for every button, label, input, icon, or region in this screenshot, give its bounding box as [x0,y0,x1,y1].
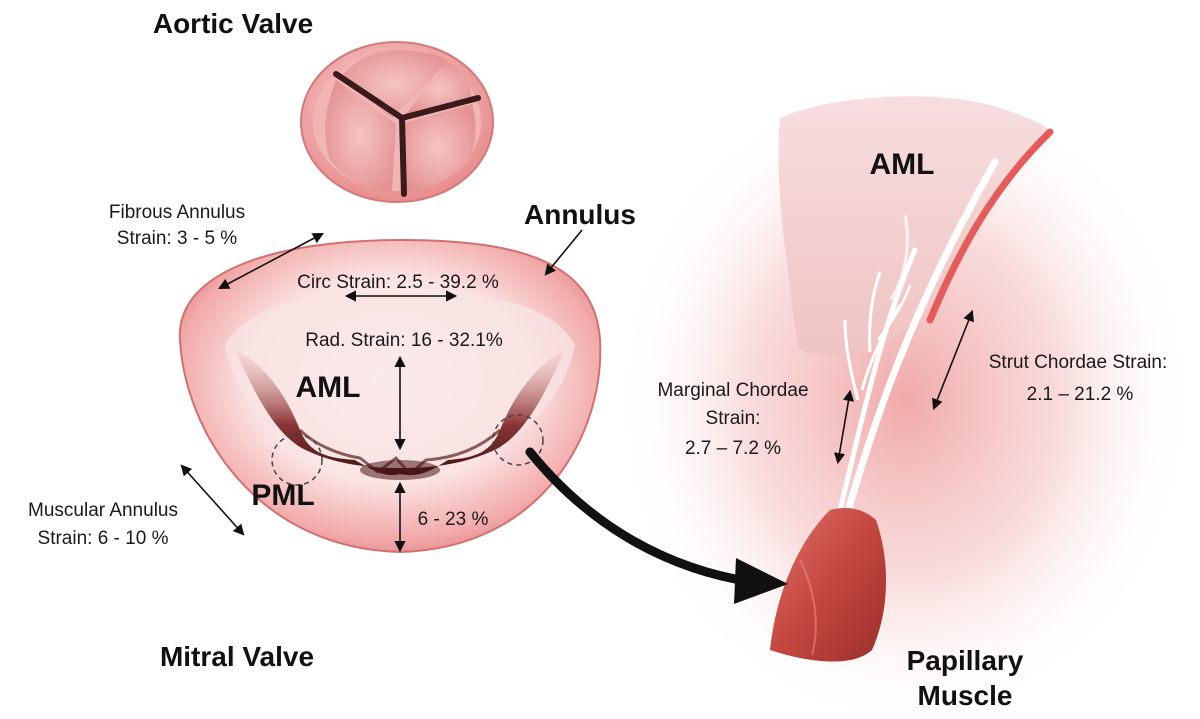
muscular-annulus-arrow [180,464,245,536]
aortic-cusp [400,104,476,192]
marginal-chordae-label-line2: Strain: [706,408,761,429]
fibrous-annulus-arrow [218,232,324,290]
marginal-chordae [837,247,918,513]
chordae-glow-background [615,70,1195,719]
muscular-annulus-label-line2: Strain: 6 - 10 % [38,528,169,549]
annulus-title: Annulus [524,199,636,230]
marginal-chordae-label-line1: Marginal Chordae [657,380,808,401]
leaflet-region-marker-left [271,434,323,486]
papillary-chordae-illustration [770,96,1054,662]
pml-label: PML [251,479,314,512]
aortic-valve-illustration [300,41,494,203]
aortic-valve-title: Aortic Valve [153,8,313,39]
strut-chordae-label-line2: 2.1 – 21.2 % [1027,384,1134,405]
papillary-muscle [770,508,887,662]
pml-strain-label: 6 - 23 % [418,509,489,530]
aml-chordae-label: AML [870,148,935,181]
strut-chordae-arrow [932,309,974,411]
leaflet-region-marker-right [492,414,544,466]
marginal-chordae-label-line3: 2.7 – 7.2 % [685,438,781,459]
aortic-cusp [340,50,448,118]
aml-leaflet-edge [926,128,1054,324]
strut-chordae [844,158,999,514]
aml-leaflet [778,96,1052,355]
muscular-annulus-label-line1: Muscular Annulus [28,500,178,521]
fibrous-annulus-label-line1: Fibrous Annulus [109,202,245,223]
mitral-valve-title: Mitral Valve [160,641,314,672]
fibrous-annulus-label-line2: Strain: 3 - 5 % [117,228,237,249]
circ-strain-label: Circ Strain: 2.5 - 39.2 % [297,272,499,293]
aortic-commissure-line [399,115,407,197]
strut-chordae-label-line1: Strut Chordae Strain: [989,352,1167,373]
papillary-muscle-title-line2: Muscle [918,680,1013,711]
annulus-pointer-arrow [544,229,583,276]
zoom-arrow [525,447,757,587]
marginal-chordae-arrow [833,389,855,465]
papillary-muscle-title-line1: Papillary [907,645,1024,676]
radial-strain-label: Rad. Strain: 16 - 32.1% [305,330,503,351]
zoom-arrow-head [734,558,788,604]
aortic-cusp [325,80,396,192]
aml-mitral-label: AML [296,371,361,404]
